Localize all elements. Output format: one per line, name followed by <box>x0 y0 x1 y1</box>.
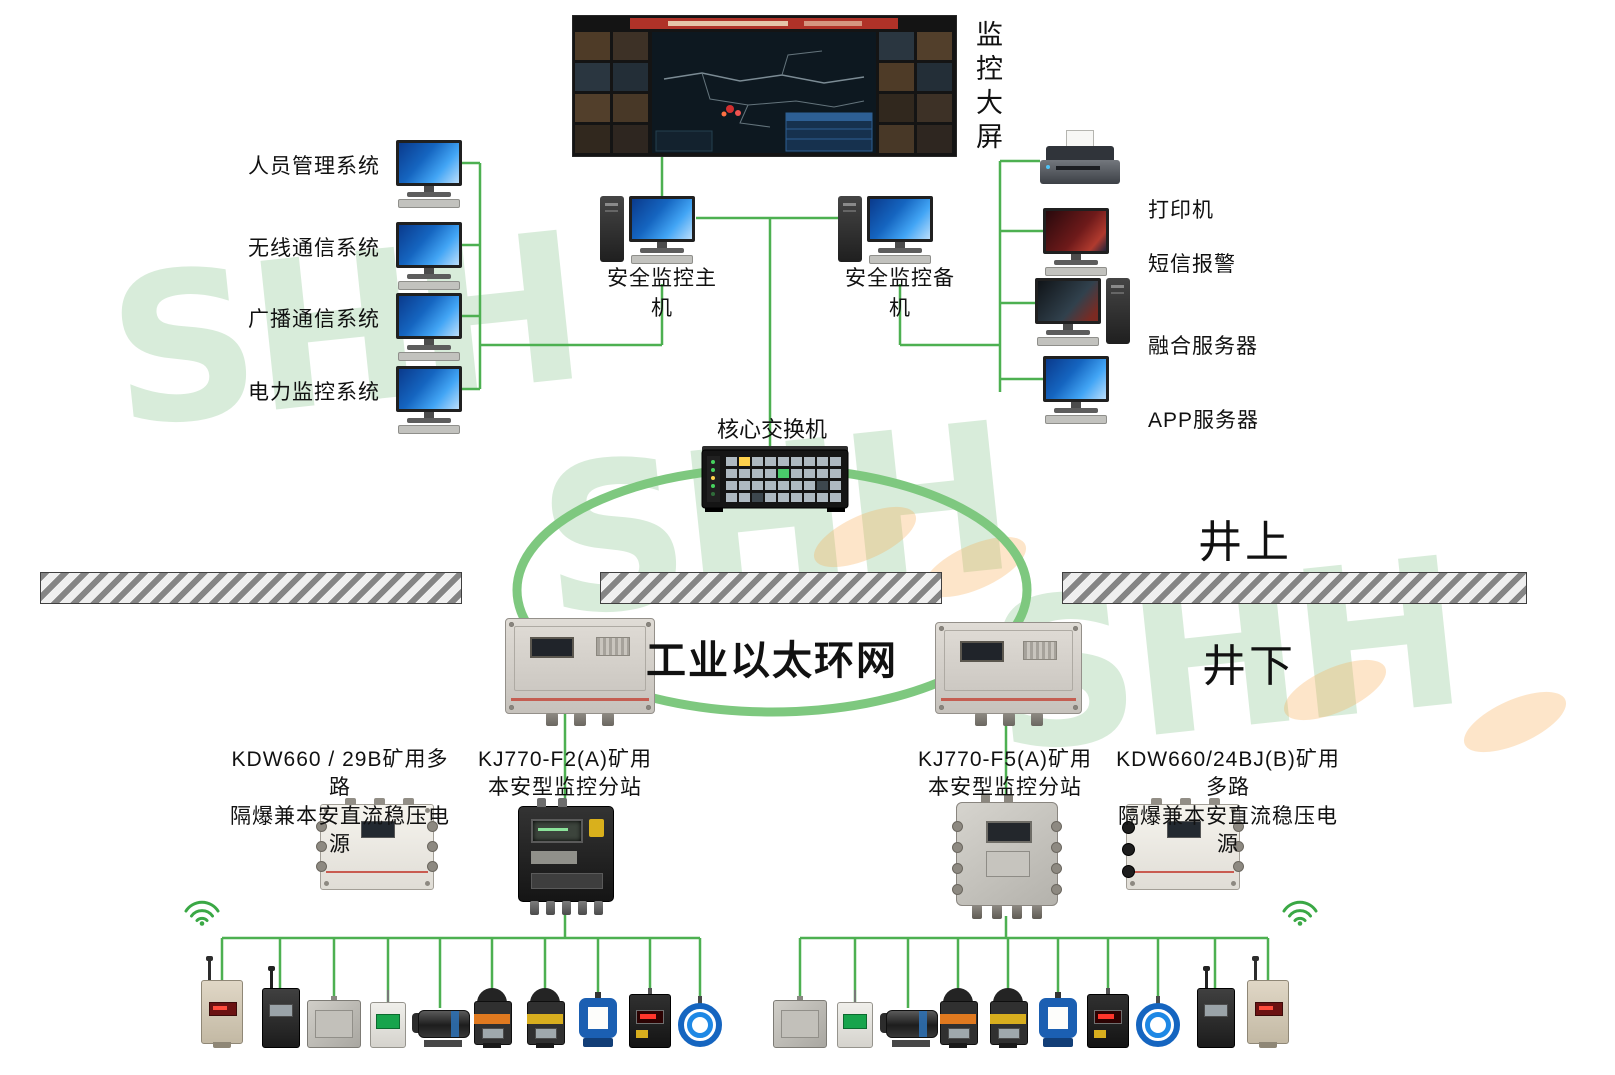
monitoring-wall-label: 监控大屏 <box>972 20 1002 156</box>
wireless-sensor <box>201 956 243 1048</box>
label-left-power-supply: KDW660 / 29B矿用多路 隔爆兼本安直流稳压电源 <box>230 748 450 857</box>
antenna-sensor <box>262 966 300 1048</box>
label-backup-host: 安全监控备机 <box>845 267 955 320</box>
antenna-icon <box>1252 956 1259 982</box>
label-main-host: 安全监控主机 <box>607 267 717 320</box>
cable-coil <box>676 996 724 1048</box>
printer-device <box>1038 130 1122 192</box>
dome-sensor-orange <box>939 988 978 1048</box>
app-server-monitor <box>1042 356 1110 424</box>
ring-substation-right <box>935 622 1082 726</box>
pump-device <box>880 1006 938 1048</box>
label-fusion-server: 融合服务器 <box>1148 335 1258 358</box>
power-supply-right <box>1122 798 1244 890</box>
safety-monitoring-main-host <box>600 196 696 264</box>
wifi-icon <box>1281 896 1319 931</box>
broadcast-system-monitor <box>395 293 463 361</box>
junction-box <box>307 996 361 1048</box>
connector-lines <box>220 157 1270 1008</box>
dome-sensor-yellow <box>989 988 1028 1048</box>
monitoring-station-right <box>952 794 1062 919</box>
dome-sensor-orange <box>473 988 512 1048</box>
valve-device <box>575 992 621 1048</box>
sms-alarm-monitor <box>1042 208 1110 276</box>
safety-monitoring-backup-host <box>838 196 934 264</box>
ring-substation-left <box>505 618 655 726</box>
power-supply-left <box>316 798 438 890</box>
dome-sensor-yellow <box>526 988 565 1048</box>
wireless-sensor <box>1247 956 1289 1048</box>
wifi-icon <box>183 896 221 931</box>
readout-sensor <box>629 988 671 1048</box>
label-core-switch: 核心交换机 <box>716 417 827 442</box>
fusion-server <box>1034 278 1130 346</box>
monitoring-wall-screen <box>571 14 958 162</box>
pc-tower <box>600 196 624 262</box>
label-surface-zone: 井上 <box>1198 518 1292 567</box>
label-power-system: 电力监控系统 <box>248 381 380 404</box>
readout-sensor <box>1087 988 1129 1048</box>
gas-sensor-display <box>370 990 406 1048</box>
substation-display <box>530 637 574 658</box>
label-underground-zone: 井下 <box>1202 642 1296 691</box>
monitoring-station-left <box>518 798 614 915</box>
antenna-icon <box>206 956 213 982</box>
label-wireless-system: 无线通信系统 <box>248 237 380 260</box>
antenna-icon <box>268 966 275 990</box>
junction-box <box>773 996 827 1048</box>
keyboard <box>398 199 460 208</box>
label-right-power-supply: KDW660/24BJ(B)矿用多路 隔爆兼本安直流稳压电源 <box>1116 748 1340 857</box>
personnel-system-monitor <box>395 140 463 208</box>
wireless-system-monitor <box>395 222 463 290</box>
valve-device <box>1035 992 1081 1048</box>
antenna-sensor <box>1197 966 1235 1048</box>
pc-tower <box>838 196 862 262</box>
label-broadcast-system: 广播通信系统 <box>248 308 380 331</box>
label-sms-alarm: 短信报警 <box>1148 253 1236 276</box>
cable-coil <box>1134 996 1182 1048</box>
server-tower <box>1106 278 1130 344</box>
ground-level-bar-middle <box>600 572 942 604</box>
ground-level-bar-right <box>1062 572 1527 604</box>
label-ring-network: 工业以太环网 <box>646 639 898 683</box>
substation-display <box>960 641 1004 662</box>
station-display <box>531 819 583 843</box>
label-personnel-system: 人员管理系统 <box>248 155 380 178</box>
label-left-station: KJ770-F2(A)矿用 本安型监控分站 <box>477 748 653 800</box>
core-switch-device <box>700 438 850 517</box>
pump-device <box>412 1006 470 1048</box>
ground-level-bar-left <box>40 572 462 604</box>
power-system-monitor <box>395 366 463 434</box>
station-display <box>986 821 1032 843</box>
antenna-icon <box>1203 966 1210 990</box>
label-printer: 打印机 <box>1148 199 1214 222</box>
label-app-server: APP服务器 <box>1148 409 1260 432</box>
label-right-station: KJ770-F5(A)矿用 本安型监控分站 <box>917 748 1093 800</box>
screen <box>396 140 462 186</box>
gas-sensor-display <box>837 990 873 1048</box>
